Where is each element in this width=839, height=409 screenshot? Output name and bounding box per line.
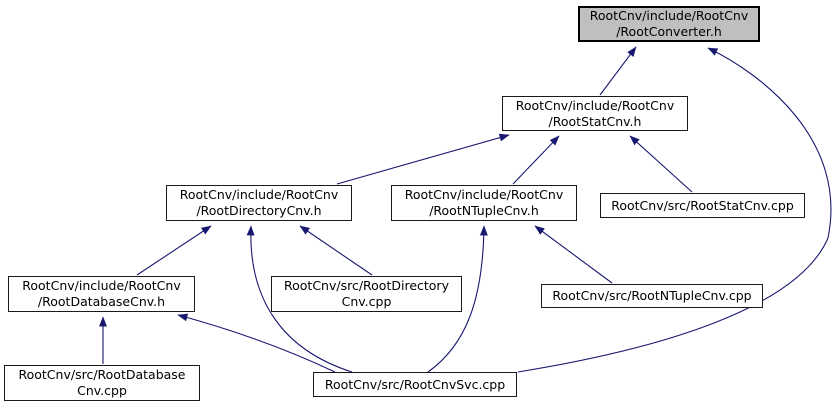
node-label-line: /RootDirectoryCnv.h [196,203,322,218]
node-label-line: /RootNTupleCnv.h [429,203,539,218]
node-label-line: Cnv.cpp [77,383,127,398]
node-label-line: RootCnv/src/RootDirectory [284,278,449,293]
node-rootdatabasecnv-cpp[interactable]: RootCnv/src/RootDatabase Cnv.cpp [4,365,200,401]
node-rootdirectorycnv-cpp[interactable]: RootCnv/src/RootDirectory Cnv.cpp [271,276,462,312]
edge-rootcnvsvc-cpp-to-rootntuplecnv-h [427,225,488,373]
node-rootstatcnv-cpp[interactable]: RootCnv/src/RootStatCnv.cpp [600,193,805,218]
node-label-line: RootCnv/include/RootCnv [589,8,749,23]
edge-rootdatabasecnv-h-to-rootdirectorycnv-h [136,225,212,276]
edge-rootdirectorycnv-h-to-rootstatcnv-h [336,133,510,185]
node-label-line: RootCnv/include/RootCnv [22,278,181,293]
node-label-line: Cnv.cpp [341,294,392,309]
edge-rootcnvsvc-cpp-to-rootdatabasecnv-h [177,313,336,373]
node-rootntuplecnv-h[interactable]: RootCnv/include/RootCnv /RootNTupleCnv.h [391,185,577,221]
edge-rootdirectorycnv-cpp-to-rootdirectorycnv-h [299,225,373,276]
node-label-line: RootCnv/src/RootDatabase [18,367,186,382]
node-rootntuplecnv-cpp[interactable]: RootCnv/src/RootNTupleCnv.cpp [541,284,763,308]
edge-rootcnvsvc-cpp-to-rootconverter-h [517,47,832,373]
node-rootdirectorycnv-h[interactable]: RootCnv/include/RootCnv /RootDirectoryCn… [166,185,352,221]
node-label-line: /RootStatCnv.h [548,113,642,129]
node-label-line: RootCnv/include/RootCnv [515,97,675,113]
node-rootdatabasecnv-h[interactable]: RootCnv/include/RootCnv /RootDatabaseCnv… [8,276,195,312]
edge-rootntuplecnv-h-to-rootstatcnv-h [512,135,560,185]
node-rootstatcnv-h[interactable]: RootCnv/include/RootCnv /RootStatCnv.h [502,96,688,131]
node-label-line: RootCnv/include/RootCnv [179,187,339,202]
edge-rootstatcnv-cpp-to-rootstatcnv-h [629,135,693,193]
node-rootcnvsvc-cpp[interactable]: RootCnv/src/RootCnvSvc.cpp [313,372,517,397]
node-label-line: /RootDatabaseCnv.h [37,294,166,309]
node-rootconverter-h[interactable]: RootCnv/include/RootCnv /RootConverter.h [578,6,760,42]
edge-rootstatcnv-h-to-rootconverter-h [599,46,637,96]
node-label-line: RootCnv/src/RootNTupleCnv.cpp [552,288,752,303]
node-label-line: /RootConverter.h [616,24,722,39]
node-label-line: RootCnv/src/RootStatCnv.cpp [611,197,794,213]
node-label-line: RootCnv/include/RootCnv [404,187,564,202]
edge-rootcnvsvc-cpp-to-rootdirectorycnv-h [246,225,353,373]
node-label-line: RootCnv/src/RootCnvSvc.cpp [324,376,506,392]
edge-rootntuplecnv-cpp-to-rootntuplecnv-h [534,225,613,284]
